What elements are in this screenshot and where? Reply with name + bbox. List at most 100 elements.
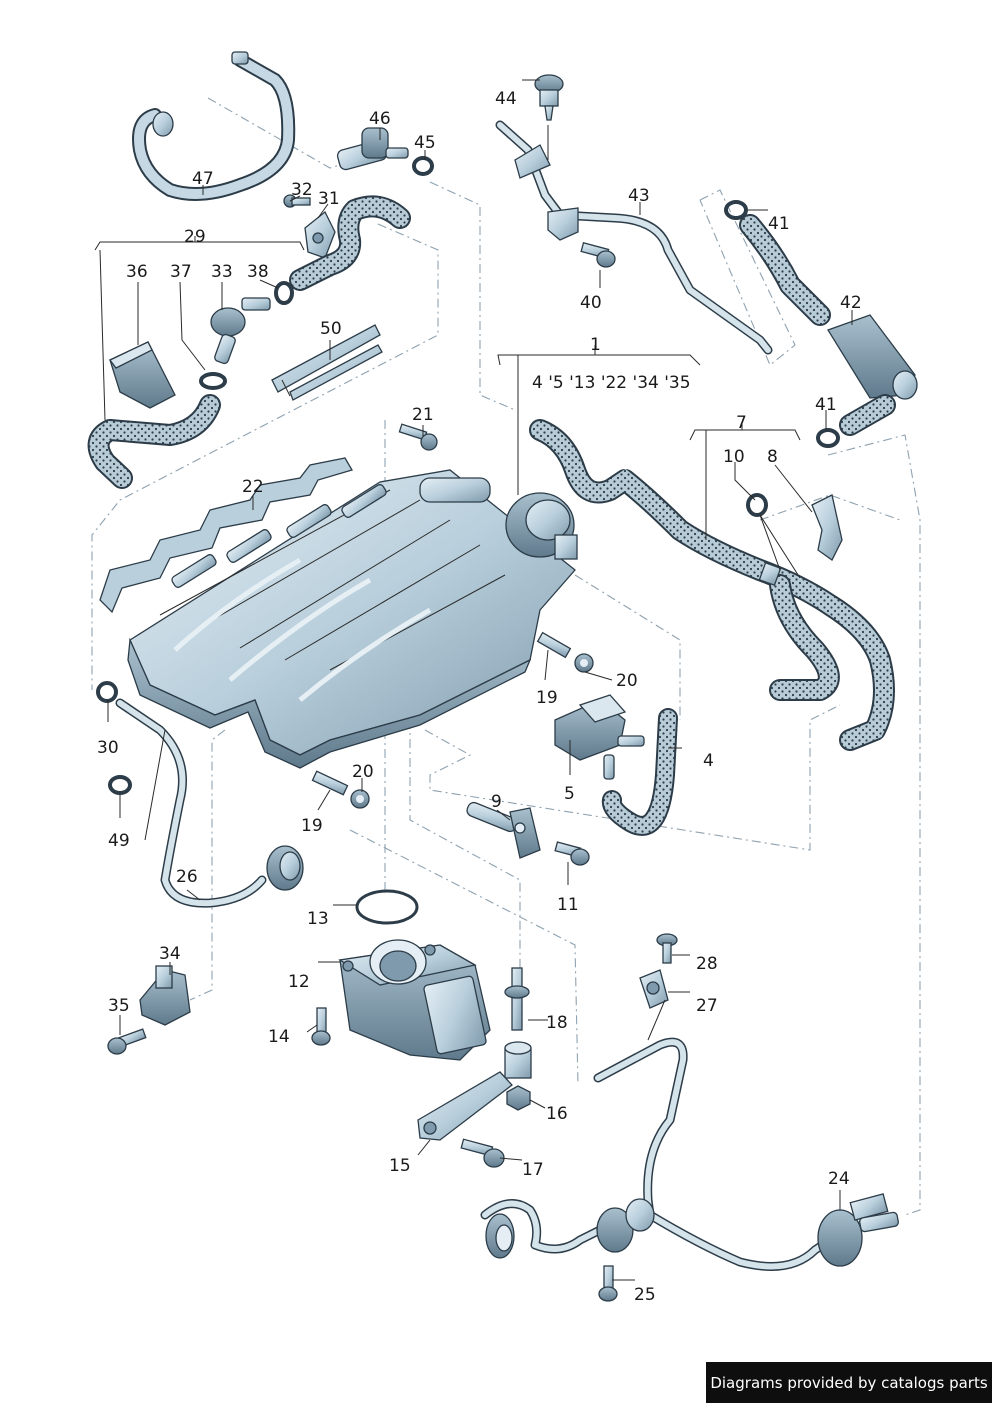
callout-26: 26 [176,867,198,887]
callout-35: 35 [108,996,130,1016]
part-37-clamp [199,372,227,390]
callout-36: 36 [126,262,148,282]
part-11-bolt [554,841,590,866]
callout-7: 7 [736,413,747,433]
callout-38: 38 [247,262,269,282]
guide-lines [91,97,921,1216]
part-47-breather-pipe [132,51,296,201]
callout-34: 34 [159,944,181,964]
part-34-sensor [139,965,191,1026]
callout-14: 14 [268,1027,290,1047]
callout-4: 4 [703,751,714,771]
callout-5: 5 [564,784,575,804]
part-38-clamp [274,281,294,305]
callout-41-lower: 41 [815,395,837,415]
callout-25: 25 [634,1285,656,1305]
callout-13: 13 [307,909,329,929]
callout-19-upper: 19 [536,688,558,708]
part-22-gasket [99,457,353,614]
callout-46: 46 [369,109,391,129]
callout-22: 22 [242,477,264,497]
callout-labels: 47 46 45 32 31 29 36 37 33 38 50 21 22 4… [97,89,862,1305]
part-29-hose-upper [289,195,411,291]
part-45-clamp [412,156,434,176]
part-1-intake-manifold [127,469,578,769]
callout-45: 45 [414,133,436,153]
callout-8: 8 [767,447,778,467]
part-50-strip [271,324,383,401]
callout-9: 9 [491,792,502,812]
callout-33: 33 [211,262,233,282]
callout-40: 40 [580,293,602,313]
part-33-valve [210,297,271,365]
callout-27: 27 [696,996,718,1016]
part-4-hose [601,708,678,836]
callout-30: 30 [97,738,119,758]
part-10-clamp [746,493,768,517]
callout-11: 11 [557,895,579,915]
callout-44: 44 [495,89,517,109]
callout-24: 24 [828,1169,850,1189]
callout-12: 12 [288,972,310,992]
callout-31: 31 [318,189,340,209]
part-46-connector [336,127,409,171]
part-43-pipe [495,120,773,355]
callout-21: 21 [412,405,434,425]
callout-17: 17 [522,1160,544,1180]
callout-19-lower: 19 [301,816,323,836]
part-19-stud-upper [536,631,572,659]
callout-18: 18 [546,1013,568,1033]
callout-41-upper: 41 [768,214,790,234]
callout-1-subitems: 4 '5 '13 '22 '34 '35 [532,373,691,393]
part-21-bolt [398,423,438,451]
part-28-bolt [656,933,678,964]
leader-lines [94,79,853,1281]
part-36-filter [109,341,176,409]
part-lower-pipe [480,1037,835,1271]
part-26-pipe-with-connector [115,698,304,908]
part-31-bracket [304,210,336,259]
callout-29: 29 [184,227,206,247]
part-17-bolt [460,1138,505,1168]
callout-47: 47 [192,169,214,189]
part-35-bolt [107,1028,147,1055]
part-24-valve [817,1193,899,1267]
diagram-credit-badge[interactable]: Diagrams provided by catalogs parts [706,1362,992,1403]
part-40-bolt [580,241,616,268]
part-7-hose-assembly [529,419,895,751]
part-16-spacer [504,1041,532,1111]
part-18-stud [504,967,530,1031]
callout-20-lower: 20 [352,762,374,782]
callout-49: 49 [108,831,130,851]
callout-10: 10 [723,447,745,467]
part-20-nut-lower [350,789,370,809]
part-15-bracket [417,1071,513,1141]
callout-16: 16 [546,1104,568,1124]
part-19-stud-lower [311,770,349,796]
part-25-bolt [598,1265,618,1302]
part-13-seal-ring [355,889,419,925]
part-27-clip [639,969,669,1009]
part-42-hose-and-filter [739,214,918,436]
part-41-clamp-lower [816,428,840,448]
part-5-valve [554,694,645,780]
callout-50: 50 [320,319,342,339]
callout-1: 1 [590,335,601,355]
callout-43: 43 [628,186,650,206]
part-9-sensor [466,801,541,859]
part-12-throttle-body [338,939,491,1061]
part-14-bolt [311,1007,331,1046]
part-8-bracket [811,494,843,561]
part-29-hose-lower [87,394,221,489]
callout-32: 32 [291,180,313,200]
part-20-nut-upper [574,653,594,673]
part-49-clamp [108,775,132,795]
callout-15: 15 [389,1156,411,1176]
callout-28: 28 [696,954,718,974]
part-44-valve [534,74,564,121]
part-41-clamp-upper [724,200,748,220]
part-30-clamp [96,681,118,703]
callout-37: 37 [170,262,192,282]
callout-20-upper: 20 [616,671,638,691]
